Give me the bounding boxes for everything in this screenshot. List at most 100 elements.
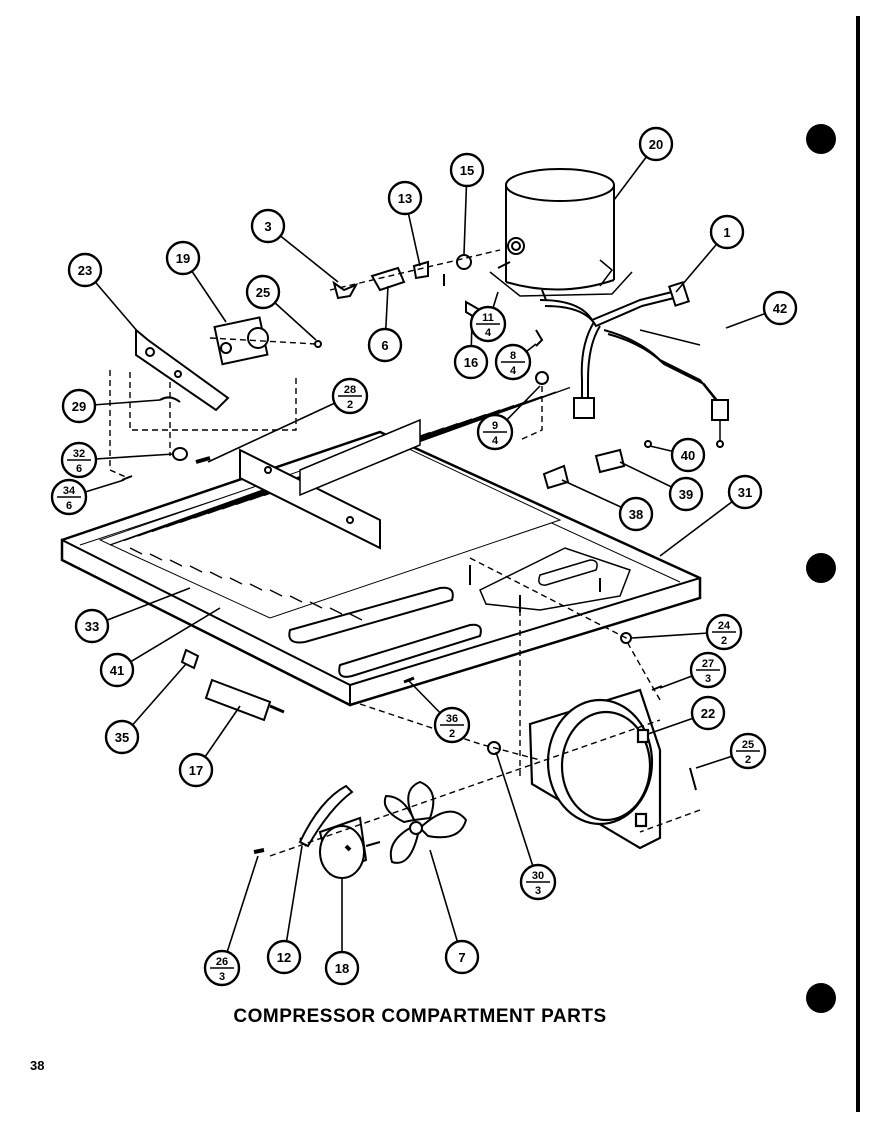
callout-label: 29 [72,399,86,414]
callout-label: 3 [264,219,271,234]
callout-17: 17 [178,752,214,788]
callout-bottom: 6 [76,463,82,475]
callout-label: 38 [629,507,643,522]
callout-bottom: 2 [347,399,353,411]
callout-label: 25 [256,285,270,300]
callout-label: 19 [176,251,190,266]
callout-22: 22 [690,695,726,731]
callout-bottom: 4 [492,435,499,447]
callout-top: 24 [718,620,731,632]
leader-line-28-2 [207,395,351,463]
callout-bottom: 3 [705,673,711,685]
leader-line-41 [116,607,221,671]
callout-label: 13 [398,191,412,206]
compressor [489,168,633,297]
callout-20: 20 [638,126,674,162]
callout-top: 28 [344,384,356,396]
leader-line-26-3 [221,855,259,969]
callout-label: 17 [189,763,203,778]
callout-26-3: 263 [203,949,241,987]
callout-39: 39 [668,476,704,512]
page-number: 38 [30,1058,45,1073]
leader-line-31 [659,491,746,557]
callout-11-4: 114 [469,305,507,343]
callout-36-2: 362 [433,706,471,744]
callout-top: 34 [63,485,76,497]
callout-1: 1 [709,214,745,250]
callout-40: 40 [670,437,706,473]
callout-top: 30 [532,870,544,882]
compressor-fittings [332,254,549,385]
callout-42: 42 [762,290,798,326]
callout-label: 42 [773,301,787,316]
callout-25: 25 [245,274,281,310]
callout-bottom: 2 [745,754,751,766]
callout-41: 41 [99,652,135,688]
callout-bottom: 4 [510,365,517,377]
fan-motor [298,784,381,879]
callout-18: 18 [324,950,360,986]
callout-label: 40 [681,448,695,463]
callout-15: 15 [449,152,485,188]
callout-8-4: 84 [494,343,532,381]
callout-bottom: 2 [449,728,455,740]
callout-bottom: 6 [66,500,72,512]
leader-line-33 [91,587,191,627]
callout-bottom: 2 [721,635,727,647]
callout-24-2: 242 [705,613,743,651]
callout-label: 18 [335,961,349,976]
callout-bottom: 4 [485,327,492,339]
fan-blade [383,780,468,864]
callout-9-4: 94 [476,413,514,451]
diagram-caption: COMPRESSOR COMPARTMENT PARTS [233,1006,607,1027]
callout-top: 32 [73,448,85,460]
binder-hole-middle [806,553,836,583]
callout-34-6: 346 [50,478,88,516]
leader-line-30-3 [495,751,539,883]
callout-33: 33 [74,608,110,644]
callout-top: 26 [216,956,228,968]
callout-top: 11 [482,312,494,324]
callout-top: 27 [702,658,714,670]
callout-27-3: 273 [689,651,727,689]
callout-label: 23 [78,263,92,278]
binder-hole-top [806,124,836,154]
callout-label: 1 [723,225,730,240]
partition-bracket [239,418,421,550]
callout-label: 20 [649,137,663,152]
callout-32-6: 326 [60,441,98,479]
leader-line-7 [429,849,463,958]
callout-label: 16 [464,355,478,370]
callout-label: 39 [679,487,693,502]
callout-6: 6 [367,327,403,363]
wiring-harness [539,281,729,448]
callout-top: 25 [742,739,754,751]
callout-30-3: 303 [519,863,557,901]
relay-connectors [542,440,652,490]
fan-shroud [528,688,662,850]
callout-bottom: 3 [219,971,225,983]
callout-label: 31 [738,485,752,500]
callout-35: 35 [104,719,140,755]
callout-bottom: 3 [535,885,541,897]
callout-31: 31 [727,474,763,510]
callout-28-2: 282 [331,377,369,415]
drier-and-clip [180,648,285,722]
binder-hole-bottom [806,983,836,1013]
callout-13: 13 [387,180,423,216]
callout-29: 29 [61,388,97,424]
callout-label: 15 [460,163,474,178]
callout-top: 9 [492,420,498,432]
callout-label: 33 [85,619,99,634]
callout-label: 35 [115,730,129,745]
leader-line-12 [283,845,303,958]
assembly-leader-lines [109,249,701,857]
callout-label: 7 [458,950,465,965]
callout-7: 7 [444,939,480,975]
callout-label: 22 [701,706,715,721]
callout-label: 6 [381,338,388,353]
callout-12: 12 [266,939,302,975]
callout-38: 38 [618,496,654,532]
